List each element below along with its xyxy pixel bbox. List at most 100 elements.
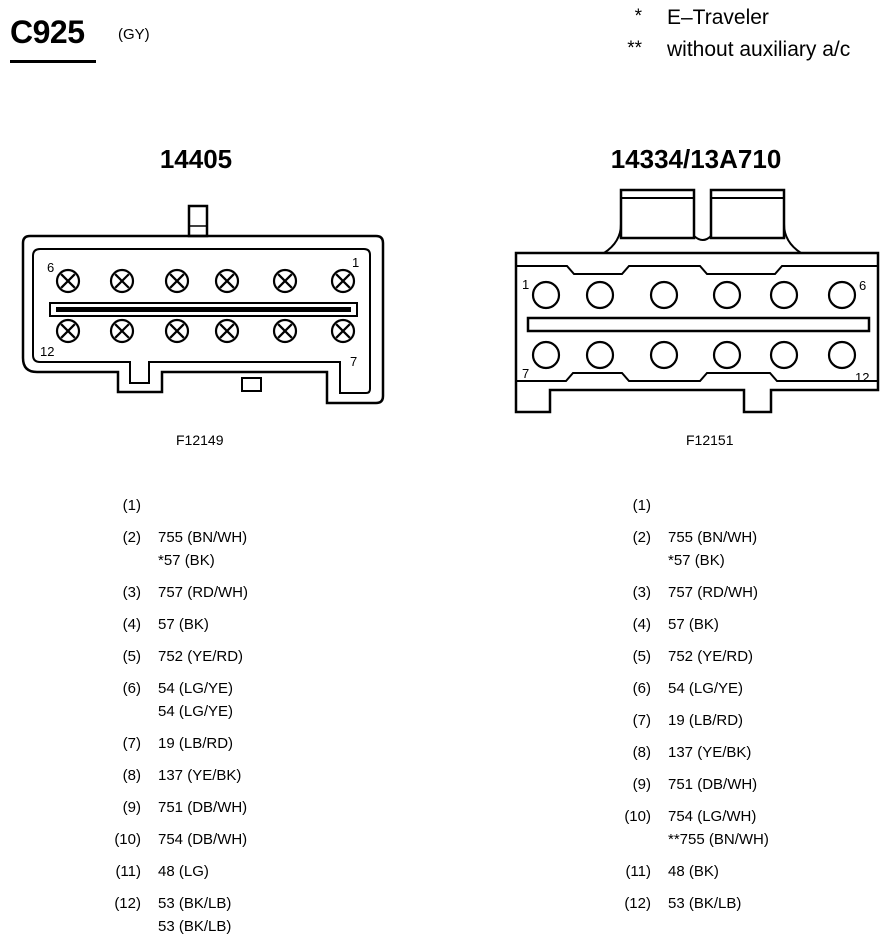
left-latch-tab (187, 204, 209, 238)
right-pin-number: (9) (632, 776, 651, 793)
left-pin-wire: 57 (BK) (158, 616, 209, 633)
left-top-pin-cavity-1 (55, 268, 81, 294)
legend-mark-2: ** (627, 38, 642, 59)
right-pin-label-top-right: 6 (859, 278, 866, 293)
left-pin-number: (5) (122, 648, 141, 665)
legend-mark-1: * (634, 6, 642, 27)
left-pin-number: (2) (122, 529, 141, 546)
left-pin-wire: 53 (BK/LB) (158, 895, 232, 912)
left-pin-number: (1) (122, 497, 141, 514)
left-figure-code: F12149 (176, 432, 224, 448)
left-pin-number: (4) (122, 616, 141, 633)
left-pin-wire: 54 (LG/YE) (158, 680, 234, 697)
left-bottom-pin-cavity-3 (164, 318, 190, 344)
right-top-pin-cavity-2 (585, 280, 615, 310)
title-underline (10, 60, 96, 63)
left-top-pin-cross-1-2 (60, 273, 76, 289)
right-pin-number: (6) (632, 680, 651, 697)
right-pin-wire: 755 (BN/WH) (668, 529, 758, 546)
left-top-pin-cavity-2 (109, 268, 135, 294)
left-pin-number: (8) (122, 767, 141, 784)
right-top-pin-cavity-5 (769, 280, 799, 310)
right-top-pin-cavity-3 (649, 280, 679, 310)
right-pin-number: (3) (632, 584, 651, 601)
left-bottom-pin-cross-6-2 (335, 323, 351, 339)
left-pin-wire: 53 (BK/LB) (158, 918, 232, 935)
left-pin-wire: 137 (YE/BK) (158, 767, 242, 784)
right-top-pin-cavity-1 (531, 280, 561, 310)
left-pin-wire: 48 (LG) (158, 863, 209, 880)
connector-right-part-number: 14334/13A710 (610, 144, 782, 174)
left-pin-wire: *57 (BK) (158, 552, 215, 569)
left-bottom-pin-cavity-1 (55, 318, 81, 344)
right-pin-label-top-left: 1 (522, 277, 529, 292)
right-pin-wire: 54 (LG/YE) (668, 680, 744, 697)
right-connector-outline (514, 188, 880, 414)
left-bottom-pin-cross-4-2 (219, 323, 235, 339)
connector-color-code: (GY) (118, 26, 150, 43)
left-bottom-pin-cavity-2 (109, 318, 135, 344)
left-pin-wire: 757 (RD/WH) (158, 584, 249, 601)
right-pin-label-bottom-left: 7 (522, 366, 529, 381)
right-pin-number: (5) (632, 648, 651, 665)
left-top-pin-cross-4-2 (219, 273, 235, 289)
legend-text-2: without auxiliary a/c (667, 38, 851, 61)
right-pin-wire: 752 (YE/RD) (668, 648, 754, 665)
right-pin-number: (1) (632, 497, 651, 514)
left-pin-number: (12) (114, 895, 141, 912)
right-bottom-pin-cavity-1 (531, 340, 561, 370)
left-top-pin-cavity-5 (272, 268, 298, 294)
right-pin-wire: 19 (LB/RD) (668, 712, 744, 729)
left-top-pin-cross-6-2 (335, 273, 351, 289)
right-pins-top-row (531, 280, 857, 310)
left-bottom-pin-cavity-4 (214, 318, 240, 344)
left-pin-number: (9) (122, 799, 141, 816)
right-pin-wire: 53 (BK/LB) (668, 895, 742, 912)
left-top-pin-cross-2-2 (114, 273, 130, 289)
left-pin-number: (3) (122, 584, 141, 601)
left-pin-wire: 19 (LB/RD) (158, 735, 234, 752)
left-pin-number: (6) (122, 680, 141, 697)
left-top-pin-cavity-4 (214, 268, 240, 294)
right-pin-wire: 48 (BK) (668, 863, 719, 880)
right-pin-wire: *57 (BK) (668, 552, 725, 569)
right-bottom-pin-cavity-3 (649, 340, 679, 370)
left-pin-label-bottom-left: 12 (40, 344, 54, 359)
left-top-pin-cross-5-2 (277, 273, 293, 289)
right-pin-label-bottom-right: 12 (855, 370, 869, 385)
right-bottom-pin-cavity-5 (769, 340, 799, 370)
right-pin-number: (8) (632, 744, 651, 761)
left-pin-wire: 54 (LG/YE) (158, 703, 234, 720)
left-connector-inner-outline (32, 248, 371, 394)
left-bottom-pin-cross-2-2 (114, 323, 130, 339)
left-pin-wire: 755 (BN/WH) (158, 529, 248, 546)
left-top-pin-cavity-3 (164, 268, 190, 294)
right-top-pin-cavity-6 (827, 280, 857, 310)
right-bottom-pin-cavity-4 (712, 340, 742, 370)
right-pins-bottom-row (531, 340, 857, 370)
right-pin-number: (12) (624, 895, 651, 912)
left-pin-wire: 754 (DB/WH) (158, 831, 248, 848)
left-top-pin-cavity-6 (330, 268, 356, 294)
right-figure-code: F12151 (686, 432, 734, 448)
connector-left-part-number: 14405 (159, 144, 233, 174)
right-pin-wire: 57 (BK) (668, 616, 719, 633)
connector-title: C925 (10, 14, 85, 50)
left-bottom-pin-cavity-6 (330, 318, 356, 344)
left-bottom-pin-cross-1-2 (60, 323, 76, 339)
left-pins-top-row (55, 268, 356, 294)
left-bottom-pin-cross-3-2 (169, 323, 185, 339)
left-bottom-pin-cavity-5 (272, 318, 298, 344)
left-pin-number: (7) (122, 735, 141, 752)
right-pin-number: (2) (632, 529, 651, 546)
left-pin-label-bottom-right: 7 (350, 354, 357, 369)
left-pin-wire: 752 (YE/RD) (158, 648, 244, 665)
right-pin-wire: 757 (RD/WH) (668, 584, 759, 601)
right-bottom-pin-cavity-6 (827, 340, 857, 370)
right-pin-number: (11) (625, 863, 651, 880)
left-pin-number: (11) (115, 863, 141, 880)
left-bottom-pin-cross-5-2 (277, 323, 293, 339)
right-pin-wire: 754 (LG/WH) (668, 808, 757, 825)
right-pin-wire: 137 (YE/BK) (668, 744, 752, 761)
left-top-pin-cross-3-2 (169, 273, 185, 289)
